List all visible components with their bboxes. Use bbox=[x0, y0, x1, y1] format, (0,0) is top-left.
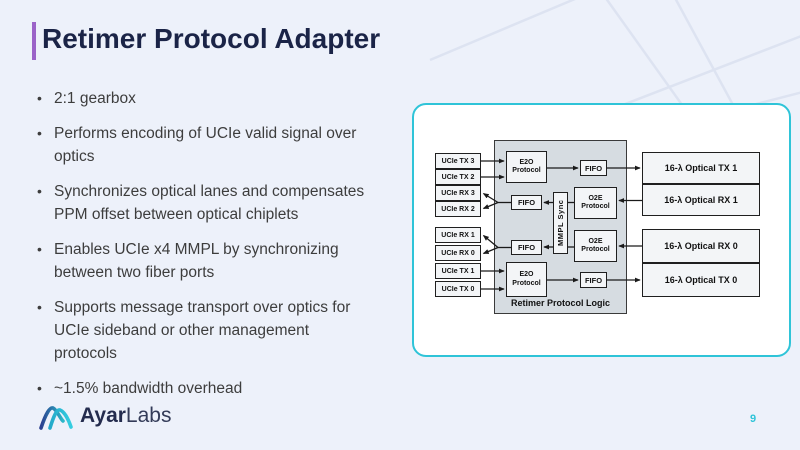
fifo-block: FIFO bbox=[511, 195, 542, 210]
bullet-item: Supports message transport over optics f… bbox=[32, 296, 376, 365]
ucie-port-box: UCIe RX 3 bbox=[435, 185, 481, 201]
bullet-item: 2:1 gearbox bbox=[32, 87, 376, 110]
bullet-item: Synchronizes optical lanes and compensat… bbox=[32, 180, 376, 226]
bullet-list: 2:1 gearbox Performs encoding of UCIe va… bbox=[32, 87, 376, 412]
optical-port-box: 16-λ Optical RX 0 bbox=[642, 229, 760, 263]
optical-port-box: 16-λ Optical RX 1 bbox=[642, 184, 760, 216]
ayarlabs-logo-icon bbox=[39, 406, 73, 430]
ayarlabs-logo: AyarLabs bbox=[38, 401, 171, 431]
ucie-port-box: UCIe TX 2 bbox=[435, 169, 481, 185]
page-title: Retimer Protocol Adapter bbox=[42, 23, 381, 54]
diagram-card: Retimer Protocol Logic UCIe TX 3 UCIe TX… bbox=[412, 103, 791, 357]
title-accent-bar bbox=[32, 22, 36, 60]
mmpl-sync-block: MMPL Sync bbox=[553, 192, 568, 254]
ucie-port-box: UCIe RX 0 bbox=[435, 245, 481, 261]
retimer-protocol-logic-label: Retimer Protocol Logic bbox=[510, 298, 610, 308]
optical-port-box: 16-λ Optical TX 1 bbox=[642, 152, 760, 184]
brand-bold: Ayar bbox=[80, 404, 126, 427]
bullet-item: ~1.5% bandwidth overhead bbox=[32, 377, 376, 400]
ucie-port-box: UCIe RX 2 bbox=[435, 201, 481, 217]
optical-port-box: 16-λ Optical TX 0 bbox=[642, 263, 760, 297]
o2e-protocol-block: O2E Protocol bbox=[574, 230, 617, 262]
retimer-diagram: Retimer Protocol Logic UCIe TX 3 UCIe TX… bbox=[414, 105, 789, 355]
e2o-protocol-block: E2O Protocol bbox=[506, 151, 547, 183]
e2o-protocol-block: E2O Protocol bbox=[506, 262, 547, 297]
brand-light: Labs bbox=[125, 404, 172, 427]
fifo-block: FIFO bbox=[511, 240, 542, 255]
ucie-port-box: UCIe TX 3 bbox=[435, 153, 481, 169]
ucie-port-box: UCIe RX 1 bbox=[435, 227, 481, 243]
page-number: 9 bbox=[750, 413, 757, 425]
ayarlabs-logo-text: AyarLabs bbox=[80, 404, 171, 428]
fifo-block: FIFO bbox=[580, 272, 607, 288]
ucie-port-box: UCIe TX 0 bbox=[435, 281, 481, 297]
fifo-block: FIFO bbox=[580, 160, 607, 176]
bullet-item: Performs encoding of UCIe valid signal o… bbox=[32, 122, 376, 168]
bullet-item: Enables UCIe x4 MMPL by synchronizing be… bbox=[32, 238, 376, 284]
ucie-port-box: UCIe TX 1 bbox=[435, 263, 481, 279]
o2e-protocol-block: O2E Protocol bbox=[574, 187, 617, 219]
